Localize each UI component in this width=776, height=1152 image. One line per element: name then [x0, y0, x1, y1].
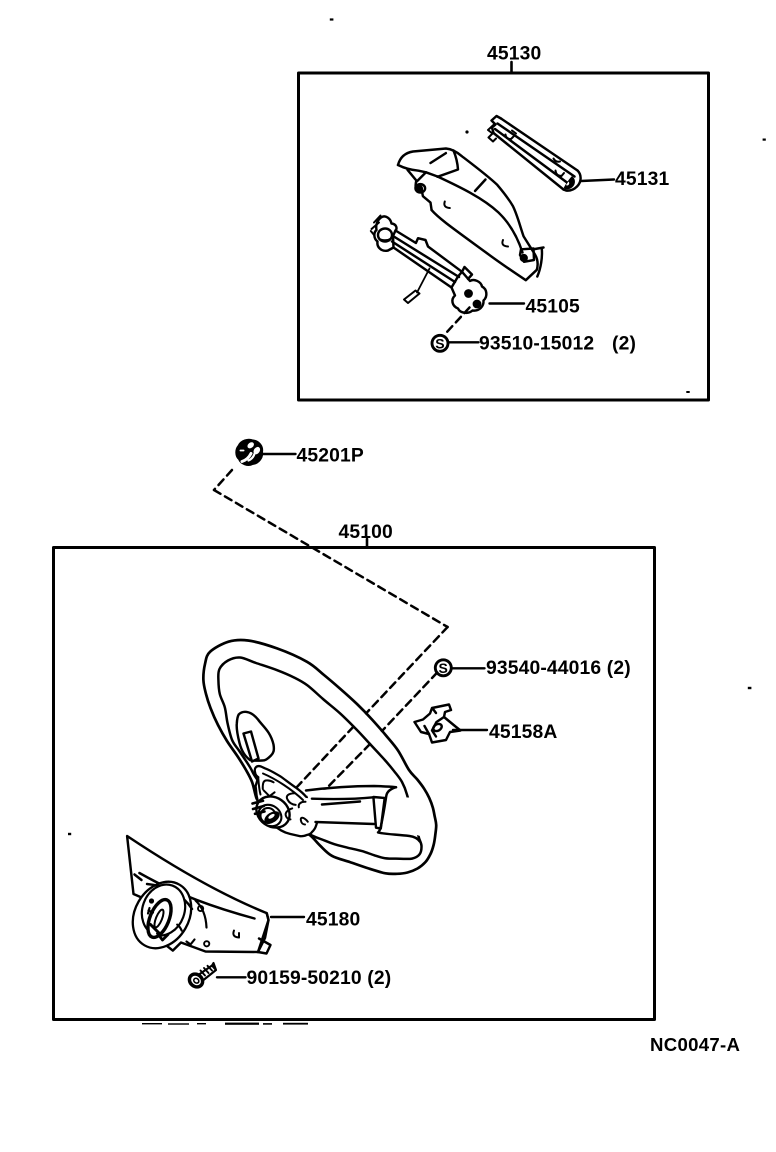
svg-text:93510-15012: 93510-15012 [479, 334, 594, 355]
svg-text:S: S [435, 335, 444, 351]
svg-text:45131: 45131 [615, 169, 669, 190]
svg-text:45158A: 45158A [489, 722, 557, 743]
svg-text:NC0047-A: NC0047-A [650, 1034, 740, 1055]
svg-text:(2): (2) [612, 334, 636, 355]
svg-text:S: S [439, 660, 448, 676]
svg-text:45130: 45130 [487, 44, 541, 65]
svg-text:90159-50210 (2): 90159-50210 (2) [247, 968, 392, 989]
svg-text:93540-44016 (2): 93540-44016 (2) [486, 658, 631, 679]
svg-text:45180: 45180 [306, 910, 360, 931]
svg-text:45201P: 45201P [297, 446, 364, 467]
svg-text:45100: 45100 [339, 522, 393, 543]
svg-text:45105: 45105 [526, 297, 580, 318]
